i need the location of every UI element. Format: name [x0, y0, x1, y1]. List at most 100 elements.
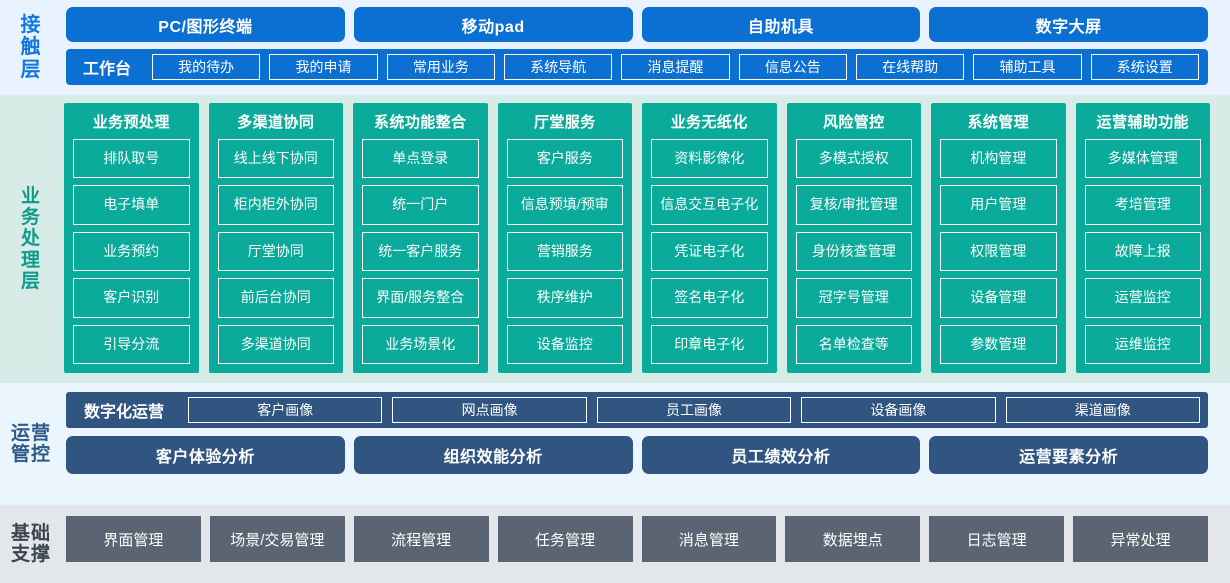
item-single-sign-on[interactable]: 单点登录 — [362, 139, 479, 179]
column-title: 系统管理 — [967, 114, 1030, 131]
column-items: 排队取号 电子填单 业务预约 客户识别 引导分流 — [73, 139, 190, 365]
contact-layer-label: 接触层 — [0, 0, 62, 95]
item-customer-service[interactable]: 客户服务 — [506, 139, 623, 179]
item-queue-number[interactable]: 排队取号 — [73, 139, 190, 179]
workbench-item-tools[interactable]: 辅助工具 — [973, 54, 1082, 80]
item-identity-verification-mgmt[interactable]: 身份核查管理 — [795, 231, 912, 272]
item-organization-mgmt[interactable]: 机构管理 — [940, 139, 1057, 179]
base-item-scenario-transaction-mgmt[interactable]: 场景/交易管理 — [209, 516, 345, 562]
analysis-organization-efficiency[interactable]: 组织效能分析 — [353, 436, 633, 474]
column-title: 运营辅助功能 — [1096, 114, 1189, 131]
item-info-prefill-preaudit[interactable]: 信息预填/预审 — [506, 185, 623, 225]
business-column-operation-support: 运营辅助功能 多媒体管理 考培管理 故障上报 运营监控 运维监控 — [1075, 103, 1210, 373]
column-items: 单点登录 统一门户 统一客户服务 界面/服务整合 业务场景化 — [362, 139, 479, 365]
item-guidance-diversion[interactable]: 引导分流 — [73, 324, 190, 365]
contact-layer: 接触层 PC/图形终端 移动pad 自助机具 数字大屏 工作台 我的待办 我的申… — [0, 0, 1230, 95]
column-items: 资料影像化 信息交互电子化 凭证电子化 签名电子化 印章电子化 — [651, 139, 768, 365]
workbench-item-settings[interactable]: 系统设置 — [1090, 54, 1199, 80]
workbench-item-online-help[interactable]: 在线帮助 — [855, 54, 965, 80]
item-counter-inout-sync[interactable]: 柜内柜外协同 — [217, 185, 334, 225]
base-layer: 基础支撑 界面管理 场景/交易管理 流程管理 任务管理 消息管理 数据埋点 日志… — [0, 505, 1230, 583]
item-training-mgmt[interactable]: 考培管理 — [1084, 185, 1201, 225]
item-unified-customer-service[interactable]: 统一客户服务 — [362, 231, 479, 272]
analysis-operation-factors[interactable]: 运营要素分析 — [929, 436, 1208, 474]
base-item-data-tracking[interactable]: 数据埋点 — [785, 516, 921, 562]
workbench-item-todo[interactable]: 我的待办 — [152, 54, 261, 80]
analysis-employee-performance[interactable]: 员工绩效分析 — [641, 436, 921, 474]
item-document-imaging[interactable]: 资料影像化 — [651, 139, 768, 179]
portrait-customer[interactable]: 客户画像 — [188, 397, 383, 423]
workbench-item-common-business[interactable]: 常用业务 — [386, 54, 495, 80]
channel-digital-screen[interactable]: 数字大屏 — [929, 7, 1208, 42]
item-device-monitoring[interactable]: 设备监控 — [506, 324, 623, 365]
workbench-item-system-nav[interactable]: 系统导航 — [504, 54, 613, 80]
item-customer-recognition[interactable]: 客户识别 — [73, 278, 190, 318]
portrait-employee[interactable]: 员工画像 — [596, 397, 792, 423]
operations-layer-label-text: 运营管控 — [10, 422, 51, 465]
business-column-lobby-service: 厅堂服务 客户服务 信息预填/预审 营销服务 秩序维护 设备监控 — [497, 103, 632, 373]
base-layer-label-text: 基础支撑 — [10, 522, 51, 565]
item-order-maintenance[interactable]: 秩序维护 — [506, 278, 623, 318]
column-title: 系统功能整合 — [374, 114, 467, 131]
base-layer-label: 基础支撑 — [0, 505, 62, 583]
base-item-process-mgmt[interactable]: 流程管理 — [353, 516, 489, 562]
item-marketing-service[interactable]: 营销服务 — [506, 231, 623, 272]
item-info-exchange-electronic[interactable]: 信息交互电子化 — [651, 185, 768, 225]
item-line-1: 信息预填/ — [520, 196, 581, 213]
business-layer-label-text: 业务处理层 — [20, 185, 41, 292]
business-column-preprocess: 业务预处理 排队取号 电子填单 业务预约 客户识别 引导分流 — [64, 103, 199, 373]
item-fault-report[interactable]: 故障上报 — [1084, 231, 1201, 272]
channel-self-service[interactable]: 自助机具 — [641, 7, 921, 42]
item-device-mgmt[interactable]: 设备管理 — [940, 278, 1057, 318]
item-permission-mgmt[interactable]: 权限管理 — [940, 231, 1057, 272]
workbench-item-applications[interactable]: 我的申请 — [269, 54, 378, 80]
item-user-mgmt[interactable]: 用户管理 — [940, 185, 1057, 225]
business-column-system-mgmt: 系统管理 机构管理 用户管理 权限管理 设备管理 参数管理 — [931, 103, 1066, 373]
contact-layer-body: PC/图形终端 移动pad 自助机具 数字大屏 工作台 我的待办 我的申请 常用… — [62, 0, 1230, 95]
channel-pc[interactable]: PC/图形终端 — [66, 7, 345, 42]
channel-mobile-pad[interactable]: 移动pad — [353, 7, 633, 42]
column-items: 多模式授权 复核/审批管理 身份核查管理 冠字号管理 名单检查等 — [795, 139, 912, 365]
analysis-customer-experience[interactable]: 客户体验分析 — [66, 436, 345, 474]
item-operation-monitoring[interactable]: 运营监控 — [1084, 278, 1201, 318]
item-serial-number-mgmt[interactable]: 冠字号管理 — [795, 278, 912, 318]
item-maintenance-monitoring[interactable]: 运维监控 — [1084, 324, 1201, 365]
item-voucher-electronic[interactable]: 凭证电子化 — [651, 231, 768, 272]
item-online-offline-sync[interactable]: 线上线下协同 — [217, 139, 334, 179]
portrait-device[interactable]: 设备画像 — [801, 397, 996, 423]
item-multimode-authorization[interactable]: 多模式授权 — [795, 139, 912, 179]
base-row: 界面管理 场景/交易管理 流程管理 任务管理 消息管理 数据埋点 日志管理 异常… — [66, 516, 1208, 562]
base-item-log-mgmt[interactable]: 日志管理 — [929, 516, 1065, 562]
workbench-item-announcement[interactable]: 信息公告 — [738, 54, 847, 80]
item-ui-service-integration[interactable]: 界面/服务整合 — [362, 278, 479, 318]
portrait-channel[interactable]: 渠道画像 — [1005, 397, 1200, 423]
digital-operation-bar: 数字化运营 客户画像 网点画像 员工画像 设备画像 渠道画像 — [66, 392, 1208, 428]
column-title: 多渠道协同 — [237, 114, 315, 131]
base-item-message-mgmt[interactable]: 消息管理 — [641, 516, 777, 562]
item-multimedia-mgmt[interactable]: 多媒体管理 — [1084, 139, 1201, 179]
business-layer-body: 业务预处理 排队取号 电子填单 业务预约 客户识别 引导分流 多渠道协同 线上线… — [62, 95, 1230, 383]
item-seal-electronic[interactable]: 印章电子化 — [651, 324, 768, 365]
business-column-multichannel: 多渠道协同 线上线下协同 柜内柜外协同 厅堂协同 前后台协同 多渠道协同 — [208, 103, 343, 373]
item-multichannel-sync[interactable]: 多渠道协同 — [217, 324, 334, 365]
item-review-approval-mgmt[interactable]: 复核/审批管理 — [795, 185, 912, 225]
workbench-item-message-alert[interactable]: 消息提醒 — [621, 54, 730, 80]
item-signature-electronic[interactable]: 签名电子化 — [651, 278, 768, 318]
item-front-back-sync[interactable]: 前后台协同 — [217, 278, 334, 318]
item-parameter-mgmt[interactable]: 参数管理 — [940, 324, 1057, 365]
item-business-scenario[interactable]: 业务场景化 — [362, 324, 479, 365]
item-business-appointment[interactable]: 业务预约 — [73, 231, 190, 272]
operations-layer: 运营管控 数字化运营 客户画像 网点画像 员工画像 设备画像 渠道画像 客户体验… — [0, 383, 1230, 505]
item-lobby-sync[interactable]: 厅堂协同 — [217, 231, 334, 272]
base-item-ui-mgmt[interactable]: 界面管理 — [66, 516, 201, 562]
item-list-check[interactable]: 名单检查等 — [795, 324, 912, 365]
workbench-bar: 工作台 我的待办 我的申请 常用业务 系统导航 消息提醒 信息公告 在线帮助 辅… — [66, 49, 1208, 85]
portrait-branch[interactable]: 网点画像 — [392, 397, 587, 423]
base-item-task-mgmt[interactable]: 任务管理 — [497, 516, 633, 562]
item-unified-portal[interactable]: 统一门户 — [362, 185, 479, 225]
base-item-exception-handling[interactable]: 异常处理 — [1073, 516, 1208, 562]
operations-layer-label: 运营管控 — [0, 383, 62, 505]
contact-layer-label-text: 接触层 — [20, 13, 42, 81]
item-electronic-form[interactable]: 电子填单 — [73, 185, 190, 225]
